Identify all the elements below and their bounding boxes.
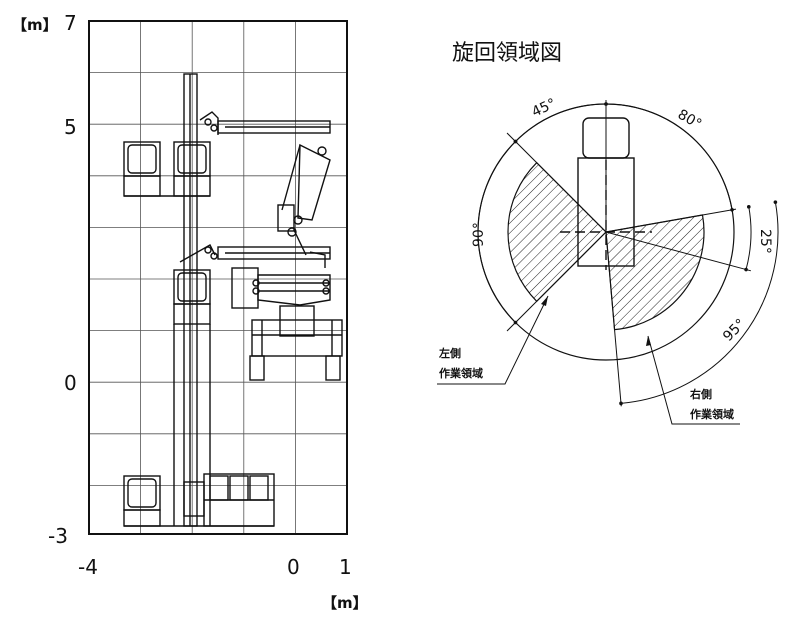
x-tick-neg4: -4 [78, 555, 98, 579]
left-work-sector [507, 161, 607, 303]
base-body [231, 267, 343, 381]
angle-arc-80 [605, 103, 733, 210]
y-tick-5: 5 [64, 115, 77, 139]
radial-line [605, 231, 752, 272]
radial-line [506, 231, 607, 332]
middle-jib [204, 246, 331, 260]
arc-end-marker [730, 207, 734, 212]
platform-top-left [123, 141, 161, 197]
right-work-area-callout: 右側 作業領域 [646, 335, 740, 425]
radial-line [506, 132, 607, 233]
radial-line [605, 208, 737, 233]
angle-arc-25 [745, 206, 752, 270]
work-range-chart: 【m】 7 5 0 -3 -4 0 1 【m】 [12, 11, 368, 612]
y-tick-neg3: -3 [48, 524, 68, 548]
arc-end-marker [744, 267, 748, 272]
y-tick-0: 0 [64, 371, 77, 395]
angle-arc-45 [515, 103, 607, 142]
angle-arc-90 [477, 141, 516, 323]
slewing-title: 旋回領域図 [452, 41, 562, 66]
arc-end-marker [513, 139, 518, 144]
arc-end-marker [746, 205, 751, 209]
platform-bottom-left [123, 475, 161, 527]
right-label-line2: 作業領域 [690, 407, 734, 421]
angle-arc-95 [620, 202, 779, 404]
arc-end-marker [513, 320, 518, 325]
left-label-line1: 左側 [438, 346, 461, 360]
right-work-sector [605, 214, 705, 331]
y-tick-7: 7 [64, 11, 77, 35]
upper-jib [199, 111, 331, 268]
work-sectors [507, 161, 705, 331]
x-tick-1: 1 [339, 555, 352, 579]
chart-grid [89, 21, 347, 534]
arc-end-marker [604, 102, 608, 106]
left-work-area-callout: 左側 作業領域 [437, 295, 549, 385]
left-label-line2: 作業領域 [439, 366, 483, 380]
platform-middle [173, 244, 216, 325]
platform-top-right [173, 141, 211, 197]
x-tick-0: 0 [287, 555, 300, 579]
angle-label-80: 80° [675, 107, 705, 133]
slewing-area-diagram: 旋回領域図 45° 80° 90° 25° 95° 左側 作業領域 右側 [437, 41, 779, 425]
machine-drawings [123, 73, 343, 527]
arc-end-marker [773, 200, 778, 204]
angle-label-90: 90° [471, 222, 487, 247]
radial-line [605, 231, 622, 407]
y-unit-label: 【m】 [12, 16, 58, 34]
right-label-line1: 右側 [689, 387, 712, 401]
angle-label-45: 45° [529, 96, 558, 121]
chart-frame [88, 20, 348, 535]
angle-label-25: 25° [757, 229, 773, 254]
arc-end-marker [619, 401, 623, 406]
x-unit-label: 【m】 [322, 594, 368, 612]
angle-annotations [477, 100, 779, 407]
angle-label-95: 95° [720, 316, 749, 345]
